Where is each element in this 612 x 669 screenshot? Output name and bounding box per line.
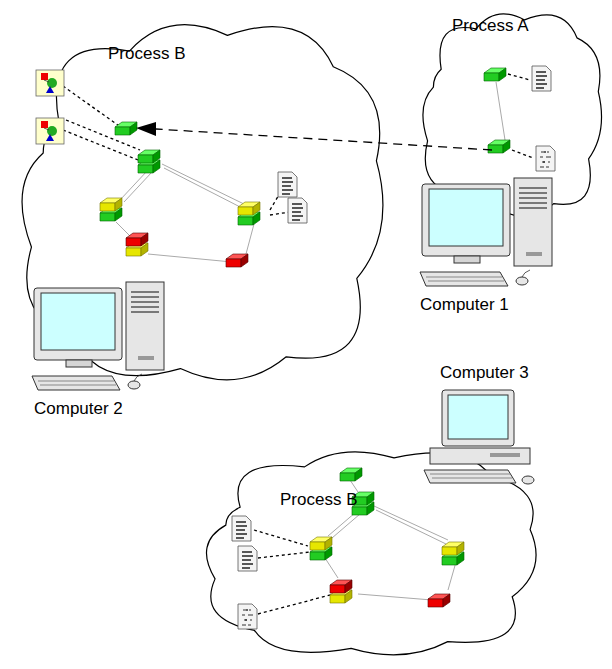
computer-label: Computer 1 bbox=[420, 295, 509, 315]
computer-label: Computer 3 bbox=[440, 363, 529, 383]
process-title: Process A bbox=[452, 16, 529, 36]
process-title: Process B bbox=[280, 490, 357, 510]
computer-label: Computer 2 bbox=[34, 399, 123, 419]
process-title: Process B bbox=[108, 44, 185, 64]
